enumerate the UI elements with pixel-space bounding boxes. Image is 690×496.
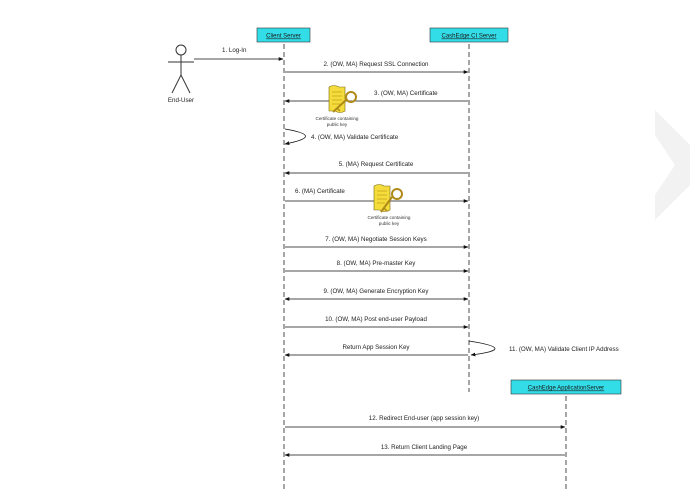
cashedge-server-label: CashEdge CI Server xyxy=(441,34,496,40)
message-label-12: 12. Redirect End-user (app session key) xyxy=(369,415,479,422)
certificate-caption-2-line-2: public key xyxy=(379,221,400,226)
message-label-8: 8. (OW, MA) Pre-master Key xyxy=(337,260,417,267)
message-label-3: 3. (OW, MA) Certificate xyxy=(374,90,438,97)
message-label-2: 2. (OW, MA) Request SSL Connection xyxy=(323,61,429,68)
app-server-label: CashEdge ApplicationServer xyxy=(528,386,604,392)
message-label-1: 1. Log-In xyxy=(222,47,247,54)
certificate-caption-1-line-1: Certificate containing xyxy=(316,116,359,121)
certificate-caption-2-line-1: Certificate containing xyxy=(368,215,411,220)
client-server-label: Client Server xyxy=(266,34,301,40)
message-arrow-4 xyxy=(284,128,306,146)
key-icon-1 xyxy=(332,91,357,113)
cashedge-server-box: CashEdge CI Server xyxy=(429,27,509,43)
message-label-9: 9. (OW, MA) Generate Encryption Key xyxy=(324,288,430,295)
key-icon-2 xyxy=(380,188,403,213)
certificate-caption-1-line-2: public key xyxy=(327,122,348,127)
end-user-figure xyxy=(168,44,194,94)
message-label-10: 10. (OW, MA) Post end-user Payload xyxy=(325,316,427,323)
message-label-13: 13. Return Client Landing Page xyxy=(381,444,468,451)
message-label-5: 5. (MA) Request Certificate xyxy=(339,161,414,168)
message-label-6: 6. (MA) Certificate xyxy=(295,188,345,195)
message-label-return-session-key: Return App Session Key xyxy=(342,344,410,351)
certificate-icon-2 xyxy=(373,184,403,213)
app-server-box: CashEdge ApplicationServer xyxy=(510,379,622,395)
end-user-label: End-User xyxy=(168,97,194,104)
message-label-7: 7. (OW, MA) Negotiate Session Keys xyxy=(325,236,426,243)
watermark-chevron-shape xyxy=(655,110,690,220)
message-arrow-11 xyxy=(468,340,496,357)
message-label-11: 11. (OW, MA) Validate Client IP Address xyxy=(509,346,619,353)
client-server-box: Client Server xyxy=(256,27,311,43)
message-label-4: 4. (OW, MA) Validate Certificate xyxy=(311,134,399,141)
certificate-icon-1 xyxy=(328,85,357,113)
